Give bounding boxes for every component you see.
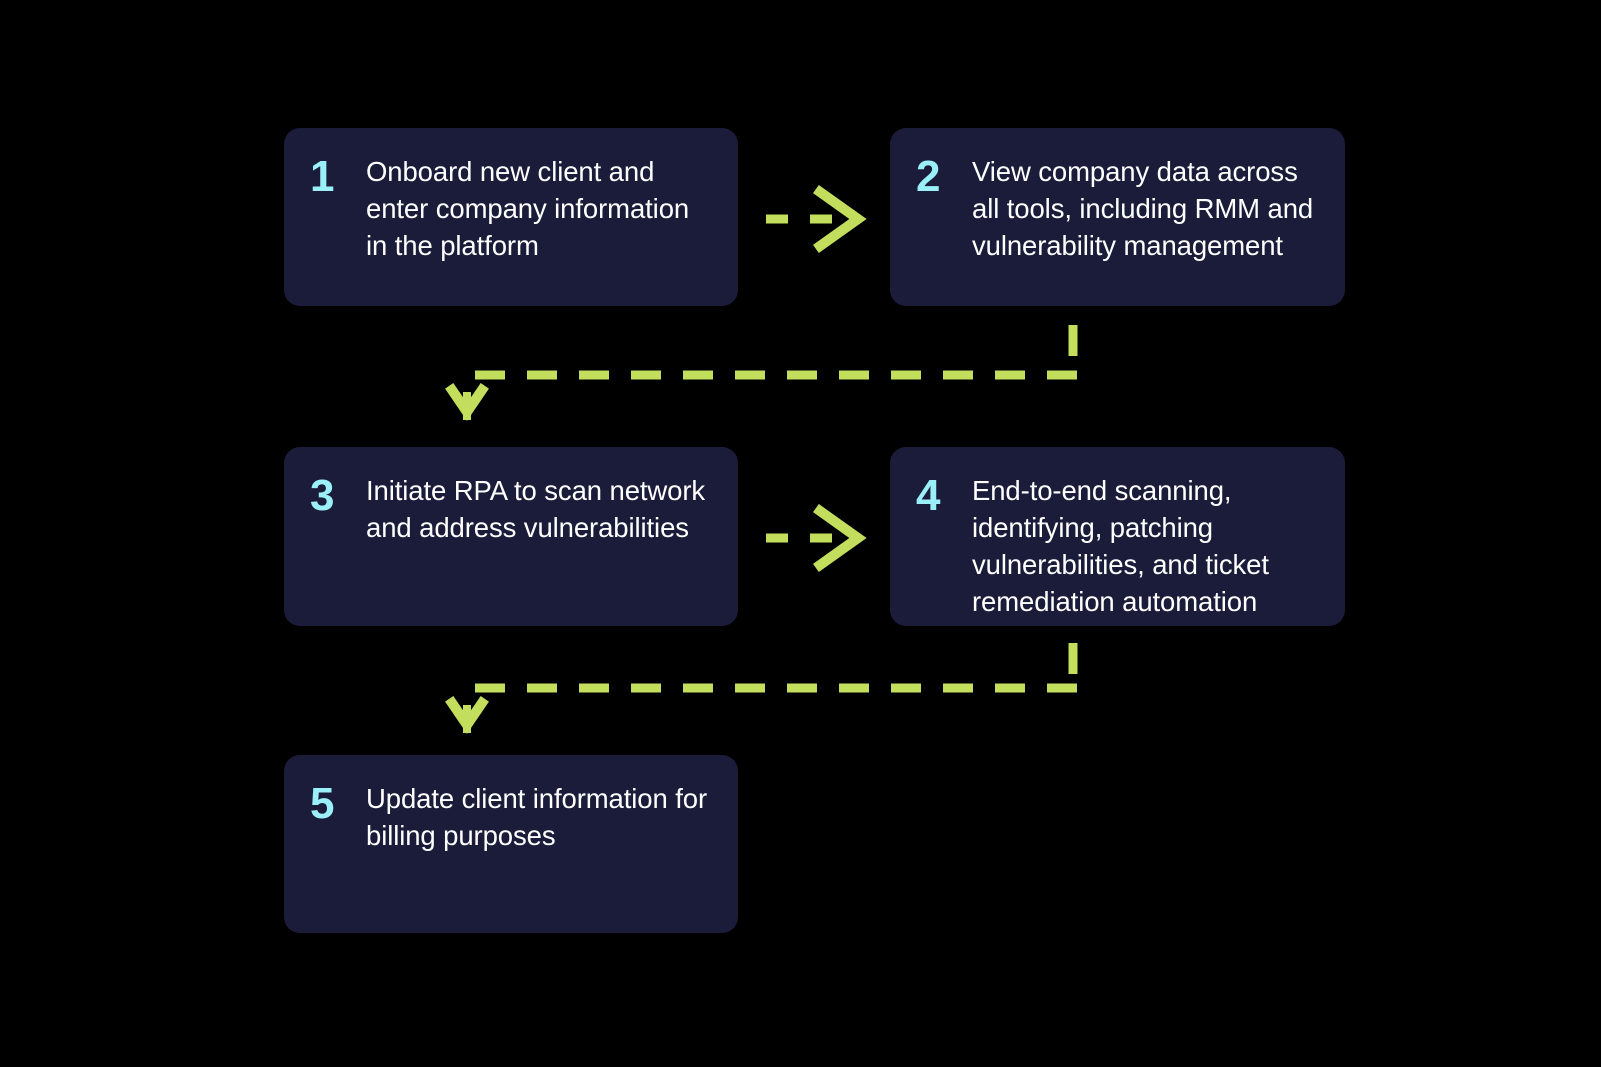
step-number-5: 5 [310, 779, 334, 828]
connector-step4-to-step5 [445, 643, 1078, 734]
step-text-2: View company data across all tools, incl… [972, 156, 1314, 261]
step-box-1[interactable]: 1 Onboard new client and enter company i… [284, 128, 738, 306]
step-number-3: 3 [310, 471, 334, 520]
step-text-5: Update client information for billing pu… [366, 783, 708, 851]
step-number-4: 4 [916, 471, 940, 520]
step-number-1: 1 [310, 152, 334, 201]
connector-step3-to-step4 [766, 504, 867, 572]
arrowhead-right-icon [813, 185, 867, 253]
arrowhead-down-icon [445, 696, 489, 734]
step-box-2[interactable]: 2 View company data across all tools, in… [890, 128, 1345, 306]
step-box-4[interactable]: 4 End-to-end scanning, identifying, patc… [890, 447, 1345, 626]
step-box-3[interactable]: 3 Initiate RPA to scan network and addre… [284, 447, 738, 626]
step-text-3: Initiate RPA to scan network and address… [366, 475, 706, 543]
connector-step2-to-step3 [445, 325, 1078, 421]
step-box-5[interactable]: 5 Update client information for billing … [284, 755, 738, 933]
step-text-1: Onboard new client and enter company inf… [366, 156, 690, 261]
connector-step1-to-step2 [766, 185, 867, 253]
step-number-2: 2 [916, 152, 940, 201]
arrowhead-right-icon [813, 504, 867, 572]
step-text-4: End-to-end scanning, identifying, patchi… [972, 475, 1269, 617]
arrowhead-down-icon [445, 383, 489, 421]
